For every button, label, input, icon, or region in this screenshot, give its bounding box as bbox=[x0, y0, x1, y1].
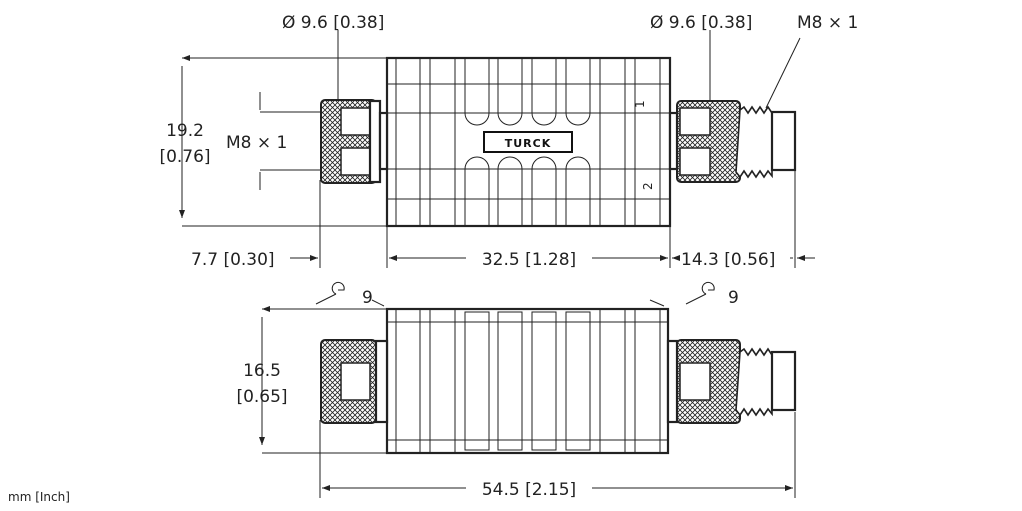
body-length-label: 32.5 [1.28] bbox=[482, 250, 576, 270]
left-connector-nut bbox=[320, 99, 389, 184]
housing-body: TURCK 1 2 bbox=[385, 56, 672, 228]
wrench-size-right: 9 bbox=[728, 288, 739, 308]
units-label: mm [Inch] bbox=[8, 490, 70, 504]
total-length-label: 54.5 [2.15] bbox=[482, 480, 576, 500]
wrench-size-left: 9 bbox=[362, 288, 373, 308]
bottom-height-inch-label: [0.65] bbox=[236, 387, 287, 407]
bottom-left-nut bbox=[320, 339, 389, 424]
height-inch-label: [0.76] bbox=[159, 147, 210, 167]
wrench-icon-right bbox=[701, 281, 715, 295]
logo-text: TURCK bbox=[505, 137, 552, 150]
port-1-label: 1 bbox=[633, 100, 647, 108]
left-diameter-label: Ø 9.6 [0.38] bbox=[282, 13, 384, 33]
bottom-right-connector bbox=[666, 339, 797, 424]
height-mm-label: 19.2 bbox=[166, 121, 204, 141]
right-thread-label: M8 × 1 bbox=[797, 13, 858, 33]
wrench-icon-left bbox=[331, 281, 345, 295]
right-diameter-label: Ø 9.6 [0.38] bbox=[650, 13, 752, 33]
right-length-label: 14.3 [0.56] bbox=[681, 250, 775, 270]
left-length-label: 7.7 [0.30] bbox=[191, 250, 275, 270]
port-2-label: 2 bbox=[641, 182, 655, 190]
m8-thread bbox=[735, 105, 773, 179]
bottom-slots bbox=[464, 311, 591, 451]
bottom-height-mm-label: 16.5 bbox=[243, 361, 281, 381]
turck-logo bbox=[483, 131, 573, 153]
top-view: TURCK 1 2 Ø 9.6 [0.38] Ø 9.6 [0.38] M8 ×… bbox=[159, 13, 858, 270]
cooling-slots bbox=[464, 58, 591, 226]
right-connector bbox=[668, 100, 797, 183]
left-thread-label: M8 × 1 bbox=[226, 133, 287, 153]
bottom-view: 9 9 16.5 [0.65] 54.5 [2.15] bbox=[236, 281, 797, 500]
